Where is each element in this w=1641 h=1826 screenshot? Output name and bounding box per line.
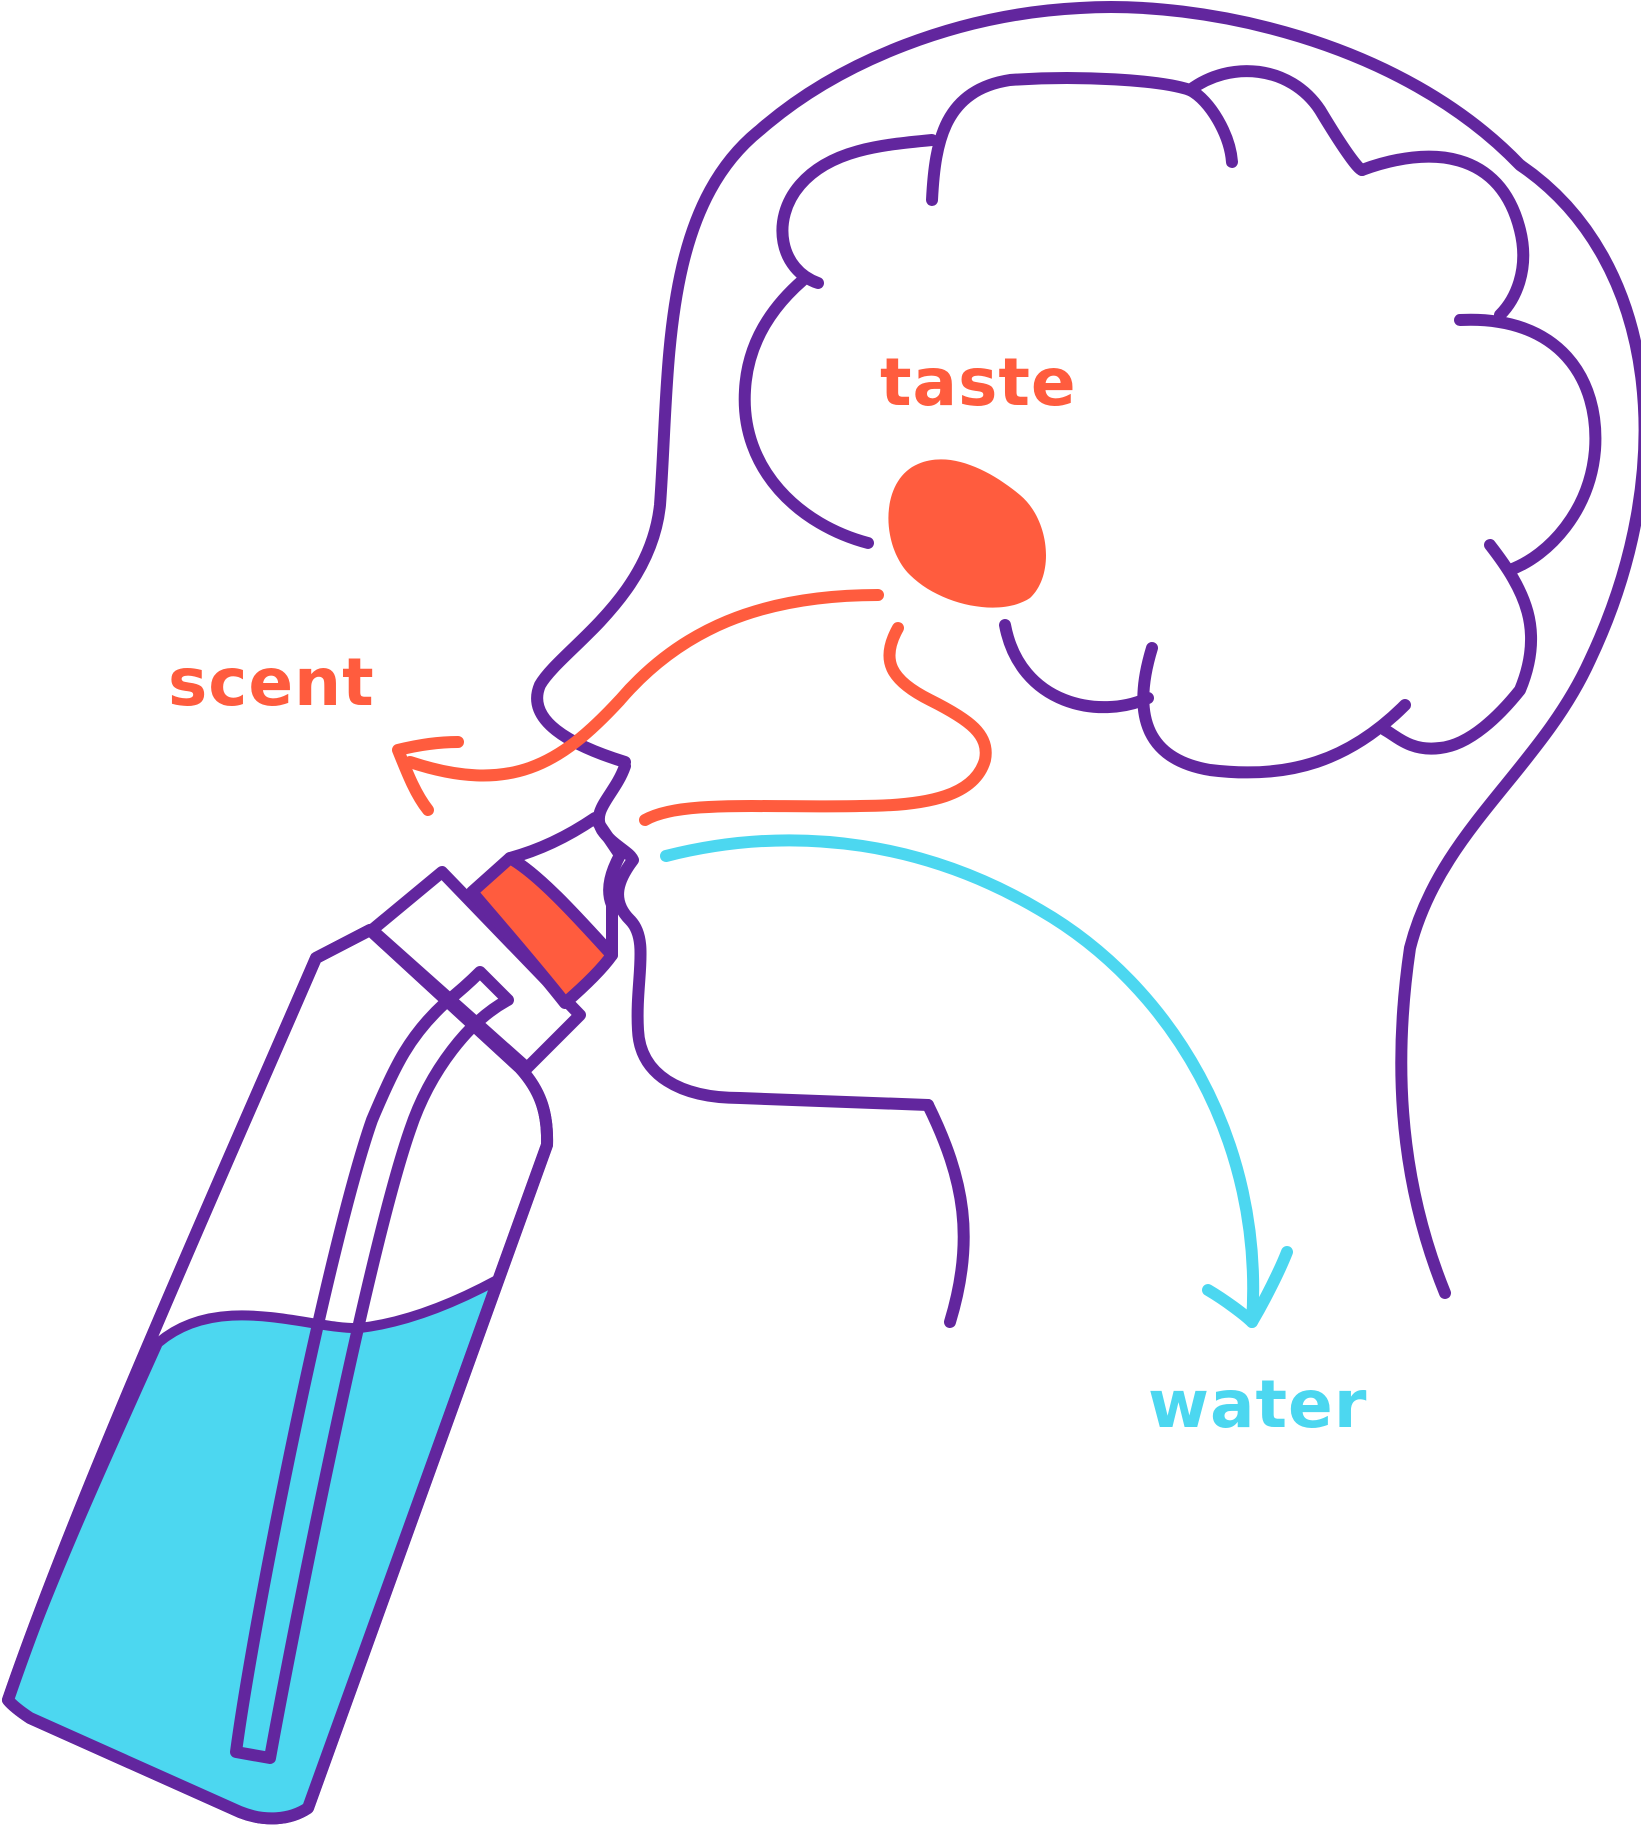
water-path — [660, 834, 1293, 1328]
brain-outline — [738, 65, 1602, 779]
taste-blob — [888, 459, 1047, 608]
taste-label: taste — [880, 344, 1077, 421]
bottle-nozzle — [504, 812, 626, 961]
water-label: water — [1148, 1366, 1368, 1443]
water-bottle — [2, 812, 626, 1825]
retronasal-path — [639, 622, 992, 826]
head-outline — [531, 1, 1641, 1299]
scent-label: scent — [168, 644, 375, 721]
bottle-straw — [230, 966, 514, 1764]
scent-path — [392, 589, 884, 816]
bottle-body-stroke — [2, 924, 554, 1825]
